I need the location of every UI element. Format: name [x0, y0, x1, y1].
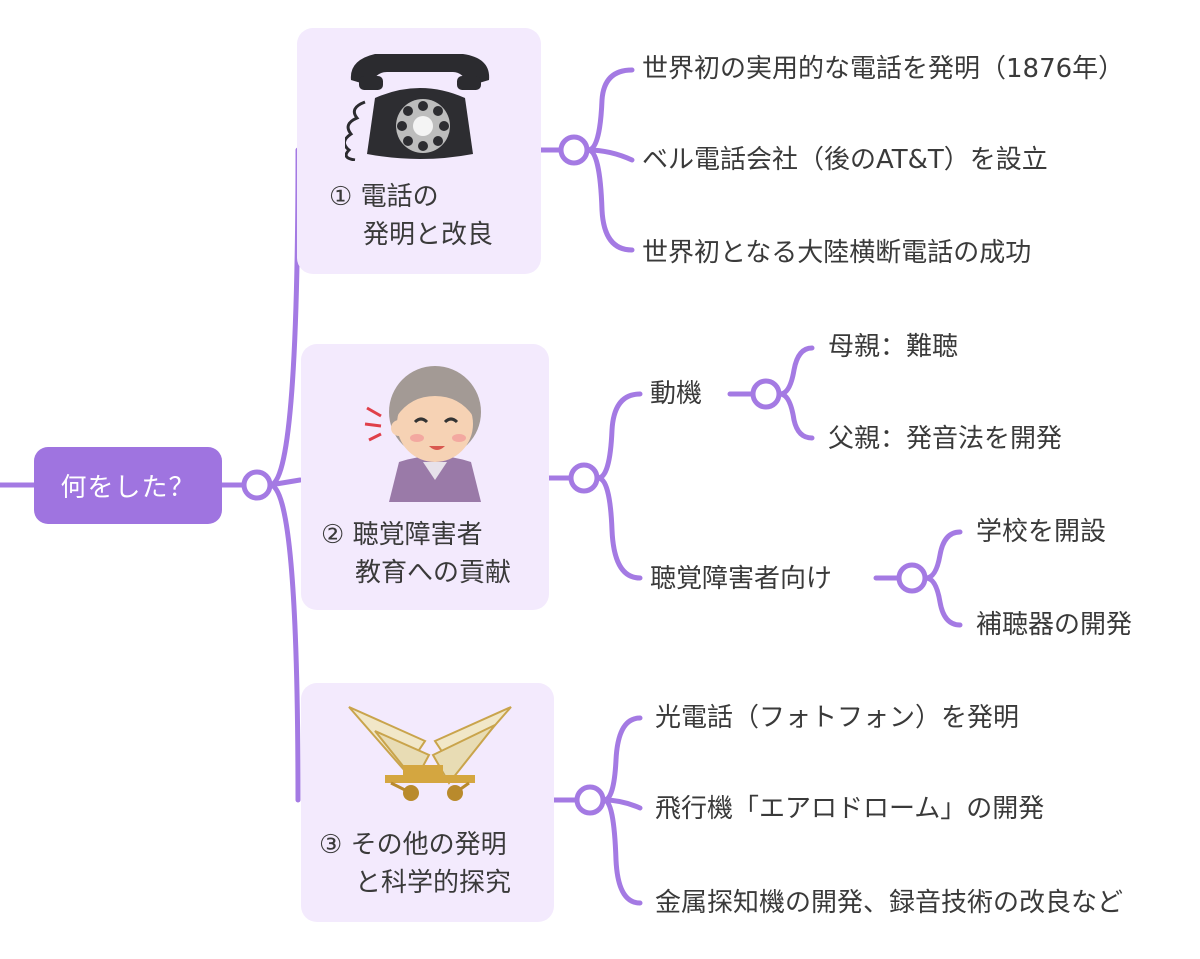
- group-node-motive[interactable]: 動機: [650, 379, 703, 409]
- branch-caption: ① 電話の 発明と改良: [297, 178, 541, 254]
- root-label: 何をした？: [60, 473, 196, 503]
- branch-caption: ③ その他の発明 と科学的探究: [301, 826, 554, 902]
- leaf-node[interactable]: 世界初となる大陸横断電話の成功: [642, 238, 1032, 268]
- leaf-node[interactable]: 世界初の実用的な電話を発明（1876年）: [642, 54, 1125, 84]
- branch-caption: ② 聴覚障害者 教育への貢献: [301, 516, 549, 592]
- aerodrome-aircraft-icon: [345, 701, 515, 813]
- caption-line: ② 聴覚障害者: [321, 520, 483, 550]
- leaf-node[interactable]: 補聴器の開発: [976, 610, 1133, 640]
- branch-card-telephone[interactable]: ① 電話の 発明と改良: [297, 28, 541, 274]
- root-node[interactable]: 何をした？: [34, 447, 222, 524]
- caption-line: と科学的探究: [355, 868, 512, 898]
- caption-line: 発明と改良: [363, 220, 494, 250]
- leaf-node[interactable]: 学校を開設: [976, 517, 1107, 547]
- leaf-node[interactable]: 金属探知機の開発、録音技術の改良など: [655, 888, 1124, 918]
- leaf-node[interactable]: 父親：発音法を開発: [828, 424, 1063, 454]
- elderly-woman-hearing-icon: [363, 362, 493, 506]
- leaf-node[interactable]: 光電話（フォトフォン）を発明: [655, 703, 1020, 733]
- branch-card-other-inventions[interactable]: ③ その他の発明 と科学的探究: [301, 683, 554, 922]
- caption-line: 教育への貢献: [355, 558, 512, 588]
- leaf-node[interactable]: ベル電話会社（後のAT&T）を設立: [642, 145, 1048, 175]
- leaf-node[interactable]: 母親：難聴: [828, 332, 959, 362]
- group-node-for-deaf[interactable]: 聴覚障害者向け: [650, 564, 833, 594]
- branch-card-deaf-education[interactable]: ② 聴覚障害者 教育への貢献: [301, 344, 549, 610]
- caption-line: ③ その他の発明: [319, 830, 507, 860]
- leaf-node[interactable]: 飛行機「エアロドローム」の開発: [655, 794, 1045, 824]
- rotary-telephone-icon: [343, 46, 495, 165]
- caption-line: ① 電話の: [329, 182, 439, 212]
